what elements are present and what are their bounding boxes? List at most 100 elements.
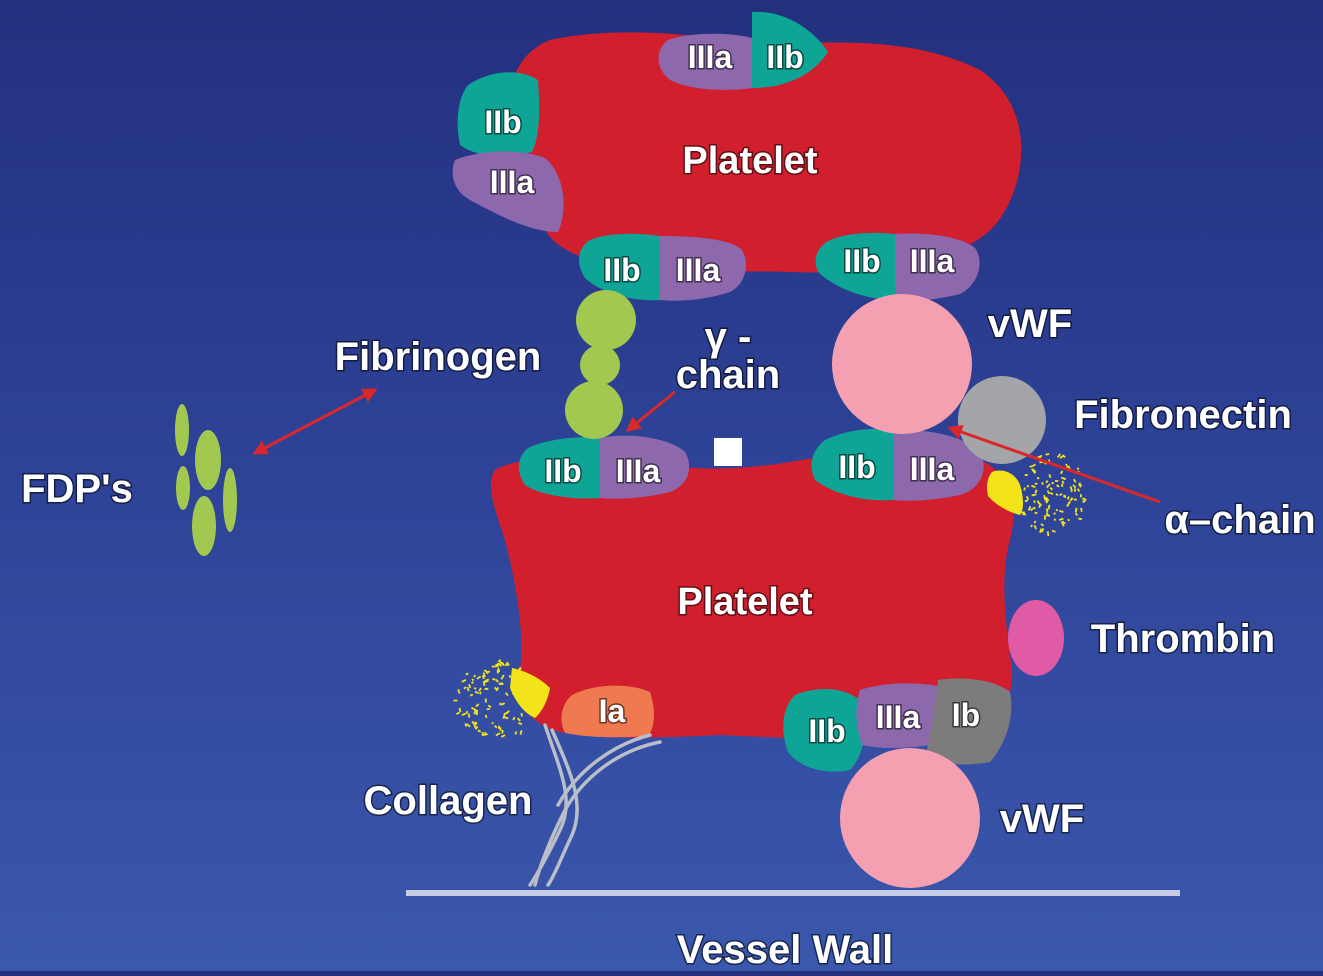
fdps-label: FDP's — [21, 467, 133, 511]
granule-dust-particle — [477, 730, 481, 733]
granule-dust-particle — [1062, 454, 1066, 458]
granule-dust-particle — [1031, 485, 1036, 488]
granule-dust-particle — [1059, 493, 1062, 496]
granule-dust-particle — [1031, 494, 1036, 497]
granule-dust-particle — [468, 684, 471, 688]
granule-dust-particle — [1056, 484, 1060, 487]
granule-dust-particle — [501, 702, 505, 705]
granule-dust-particle — [1023, 511, 1025, 513]
granule-dust-particle — [522, 685, 524, 688]
granule-dust-particle — [1055, 480, 1058, 482]
granule-dust-particle — [501, 734, 505, 737]
granule-dust-particle — [1037, 477, 1040, 479]
granule-dust-particle — [1023, 487, 1025, 490]
granule-dust-particle — [1077, 488, 1080, 492]
gamma-chain-label-line2: chain — [676, 353, 780, 397]
receptor-up-bl-iib-label: IIb — [603, 252, 640, 288]
receptor-ia-label: Ia — [599, 693, 626, 729]
receptor-up-br-iib-label: IIb — [843, 243, 880, 279]
granule-dust-particle — [1037, 500, 1040, 504]
granule-dust-particle — [476, 676, 481, 680]
granule-dust-particle — [1046, 453, 1050, 455]
granule-dust-particle — [488, 705, 492, 708]
alpha-chain-label: α–chain — [1164, 498, 1315, 542]
receptor-lo-tr-iiia-label: IIIa — [910, 451, 955, 487]
vwf-lower-sphere — [840, 748, 980, 888]
fdp-oval-2 — [195, 430, 221, 490]
granule-dust-particle — [1074, 489, 1076, 492]
granule-dust-particle — [478, 688, 481, 692]
granule-dust-particle — [495, 732, 500, 736]
granule-dust-particle — [1030, 525, 1033, 528]
fibronectin-label: Fibronectin — [1074, 393, 1292, 437]
receptor-lo-tl-iib-label: IIb — [544, 453, 581, 489]
granule-dust-particle — [515, 731, 518, 734]
granule-dust-particle — [518, 722, 522, 725]
granule-dust-particle — [487, 708, 490, 710]
receptor-lo-tr-iib-label: IIb — [838, 449, 875, 485]
granule-dust-particle — [1047, 531, 1049, 536]
granule-dust-particle — [520, 702, 522, 704]
granule-dust-particle — [463, 686, 466, 689]
granule-dust-particle — [1039, 529, 1042, 534]
granule-dust-particle — [1025, 474, 1028, 476]
granule-dust-particle — [1046, 513, 1048, 517]
fdp-oval-5 — [192, 496, 216, 556]
granule-dust-particle — [531, 692, 533, 697]
granule-dust-particle — [1067, 519, 1069, 522]
granule-dust-particle — [1075, 513, 1078, 516]
granule-dust-particle — [475, 691, 479, 694]
granule-dust-particle — [1026, 485, 1029, 488]
granule-dust-particle — [503, 714, 506, 719]
receptor-top-iib-label: IIb — [766, 39, 803, 75]
granule-dust-particle — [1075, 508, 1078, 513]
granule-dust-particle — [1046, 484, 1051, 489]
granule-dust-particle — [505, 716, 509, 719]
granule-dust-particle — [1034, 512, 1037, 514]
granule-dust-particle — [1035, 482, 1038, 485]
granule-dust-particle — [509, 675, 512, 678]
granule-dust-particle — [484, 688, 488, 690]
fdp-oval-3 — [176, 466, 190, 510]
receptor-bot-iib-label: IIb — [808, 713, 845, 749]
granule-right-dust — [1017, 453, 1087, 536]
granule-dust-particle — [1060, 470, 1063, 474]
granule-dust-particle — [1070, 486, 1073, 490]
granule-dust-particle — [1047, 490, 1050, 494]
granule-dust-particle — [461, 679, 466, 683]
granule-dust-particle — [1050, 492, 1054, 495]
granule-dust-particle — [1056, 509, 1059, 512]
granule-dust-particle — [1074, 499, 1077, 501]
fdp-oval-1 — [175, 404, 189, 456]
granule-dust-particle — [491, 722, 493, 724]
vwf-upper-sphere — [832, 294, 972, 434]
granule-dust-particle — [494, 725, 497, 728]
granule-dust-particle — [1059, 518, 1064, 521]
granule-dust-particle — [517, 718, 521, 722]
granule-dust-particle — [1077, 467, 1079, 470]
granule-dust-particle — [453, 700, 457, 702]
granule-dust-particle — [501, 730, 503, 734]
granule-dust-particle — [1080, 494, 1082, 497]
receptor-lo-tl-iiia-label: IIIa — [616, 453, 661, 489]
granule-dust-particle — [492, 678, 495, 681]
receptor-left-iiia-label: IIIa — [490, 164, 535, 200]
granule-dust-particle — [1034, 521, 1037, 524]
granule-dust-particle — [521, 713, 523, 717]
granule-dust-particle — [1041, 528, 1044, 532]
receptor-up-br-iiia-label: IIIa — [910, 243, 955, 279]
granule-dust-particle — [1053, 512, 1056, 515]
upper-platelet-label: Platelet — [682, 140, 818, 182]
granule-dust-particle — [1072, 484, 1076, 488]
thrombin-label: Thrombin — [1091, 617, 1275, 661]
vessel-wall-label: Vessel Wall — [677, 928, 893, 971]
fibrinogen-bead-middle — [580, 345, 620, 385]
granule-dust-particle — [1061, 477, 1066, 480]
fibrinogen-bead-top — [576, 290, 636, 350]
granule-dust-particle — [503, 712, 508, 716]
granule-dust-particle — [505, 692, 509, 696]
granule-dust-particle — [1051, 482, 1054, 484]
granule-dust-particle — [501, 675, 505, 680]
granule-dust-particle — [1065, 464, 1068, 467]
